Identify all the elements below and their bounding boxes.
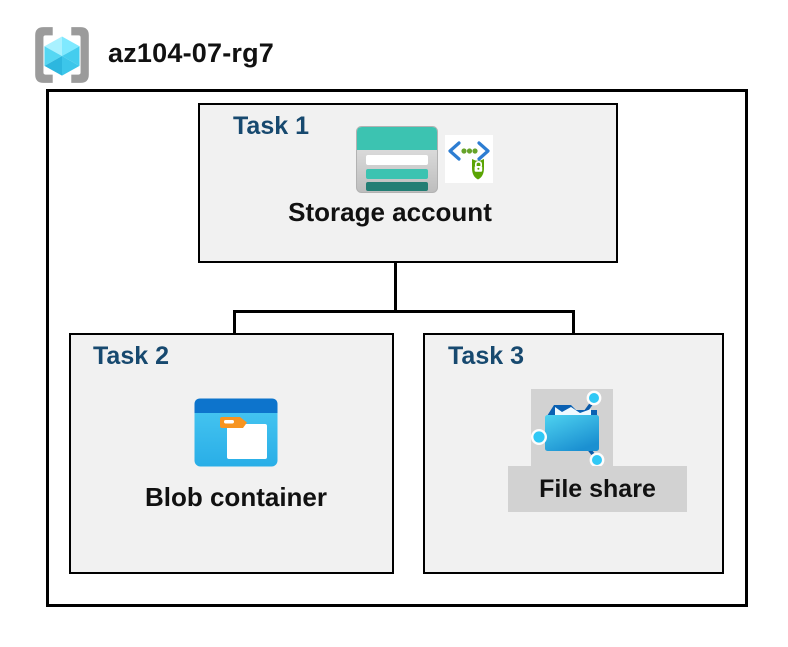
secure-endpoint-shield-icon <box>445 135 493 183</box>
file-share-label-background: File share <box>508 466 687 512</box>
storage-account-label: Storage account <box>288 197 492 227</box>
resource-group-name: az104-07-rg7 <box>108 38 274 68</box>
file-share-label: File share <box>539 475 656 503</box>
task2-label: Task 2 <box>93 342 169 370</box>
blob-container-icon <box>194 398 278 467</box>
blob-container-label: Blob container <box>144 482 327 512</box>
resource-group-icon <box>35 27 89 83</box>
task3-label: Task 3 <box>448 342 524 370</box>
task1-label: Task 1 <box>233 112 309 140</box>
connector-storage-trunk <box>394 232 397 313</box>
connector-branch-horizontal <box>233 310 575 313</box>
file-share-icon <box>531 390 605 467</box>
storage-account-icon <box>356 126 438 193</box>
